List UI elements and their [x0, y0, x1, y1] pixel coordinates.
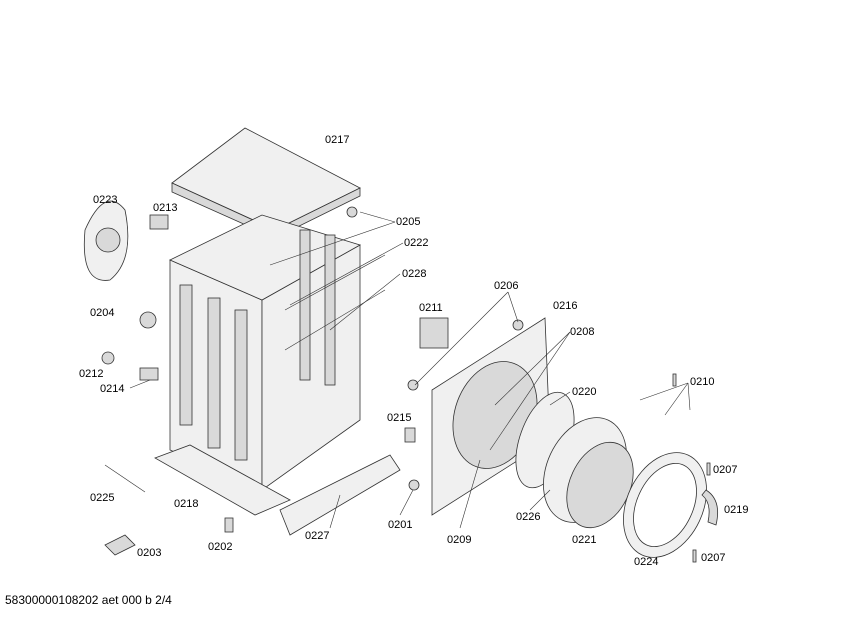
handle-shape	[701, 489, 719, 526]
label-0217[interactable]: 0217	[325, 134, 350, 146]
label-0209[interactable]: 0209	[447, 534, 472, 546]
label-0222[interactable]: 0222	[404, 237, 429, 249]
base-plate-shape	[154, 444, 291, 516]
label-0204[interactable]: 0204	[90, 307, 115, 319]
label-0205[interactable]: 0205	[396, 216, 421, 228]
label-0212[interactable]: 0212	[79, 368, 104, 380]
label-0215[interactable]: 0215	[387, 412, 412, 424]
label-0225[interactable]: 0225	[90, 492, 115, 504]
label-0201[interactable]: 0201	[388, 519, 413, 531]
label-0202[interactable]: 0202	[208, 541, 233, 553]
label-0219[interactable]: 0219	[724, 504, 749, 516]
label-0228[interactable]: 0228	[402, 268, 427, 280]
label-0211[interactable]: 0211	[419, 302, 443, 314]
drawing-reference-footer: 58300000108202 aet 000 b 2/4	[5, 593, 172, 607]
label-0210[interactable]: 0210	[690, 376, 715, 388]
label-0203[interactable]: 0203	[137, 547, 162, 559]
label-0221[interactable]: 0221	[572, 534, 597, 546]
label-0214[interactable]: 0214	[100, 383, 125, 395]
leader-lines	[129, 211, 691, 529]
label-0216[interactable]: 0216	[553, 300, 578, 312]
label-0208[interactable]: 0208	[570, 326, 595, 338]
label-0224[interactable]: 0224	[634, 556, 659, 568]
door-lock-shape	[419, 317, 449, 349]
label-0206[interactable]: 0206	[494, 280, 519, 292]
label-0220[interactable]: 0220	[572, 386, 597, 398]
label-0226[interactable]: 0226	[516, 511, 541, 523]
cabinet-shape	[169, 214, 386, 491]
label-0213[interactable]: 0213	[153, 202, 178, 214]
label-0223[interactable]: 0223	[93, 194, 118, 206]
label-0218[interactable]: 0218	[174, 498, 199, 510]
label-0227[interactable]: 0227	[305, 530, 330, 542]
label-0207-bottom[interactable]: 0207	[701, 552, 726, 564]
label-0207-top[interactable]: 0207	[713, 464, 738, 476]
